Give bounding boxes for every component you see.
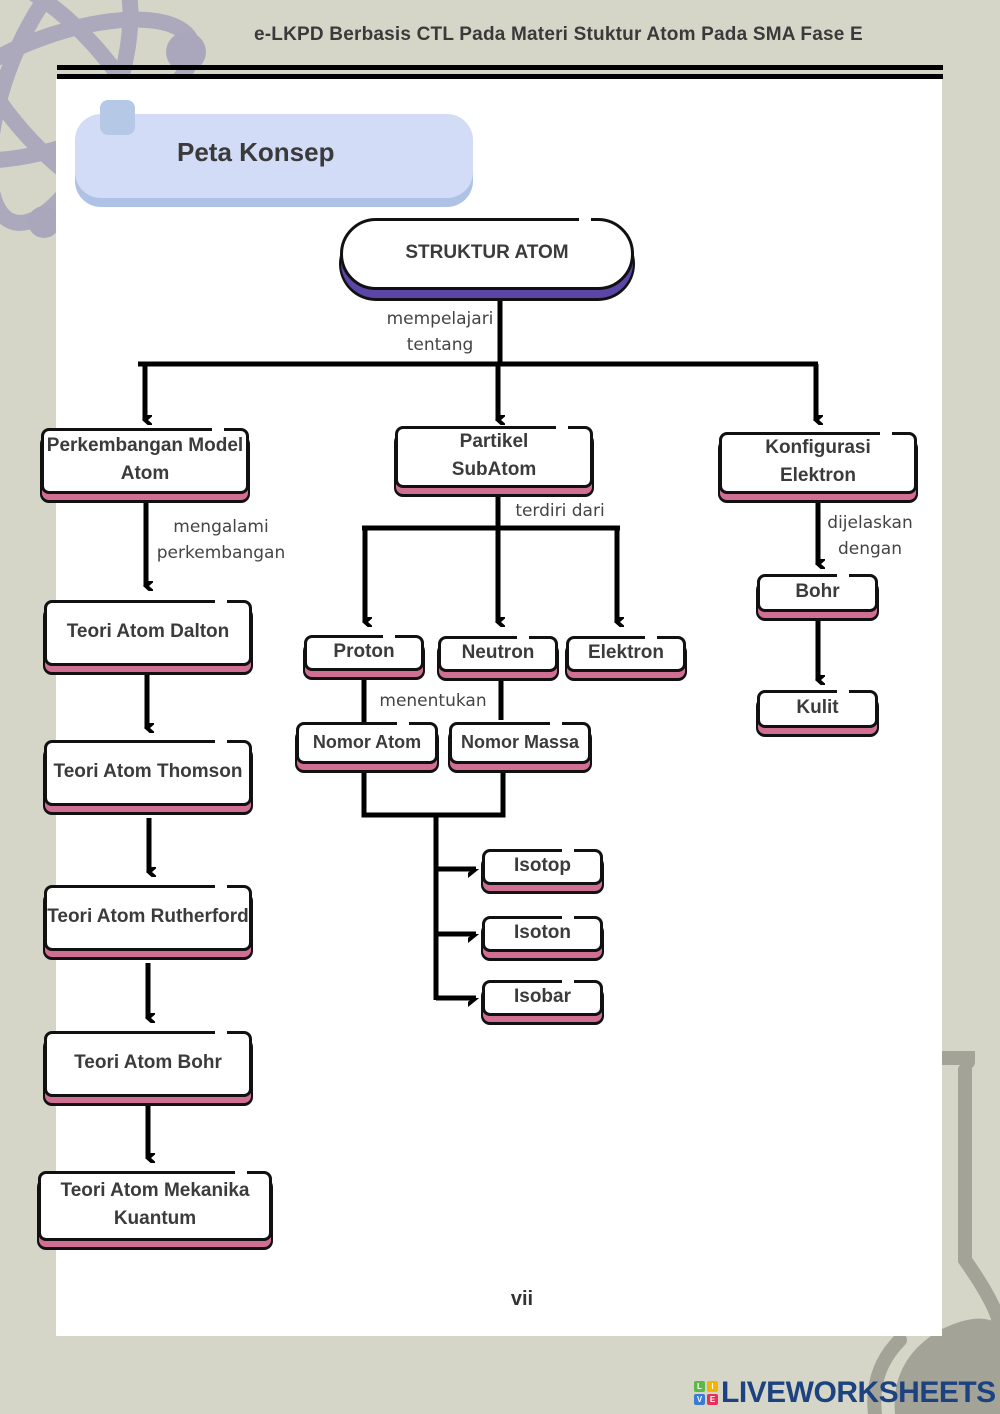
node-label: Elektron bbox=[587, 642, 665, 663]
logo-letter: I bbox=[707, 1381, 718, 1392]
link-label-dijelaskan: dijelaskan dengan bbox=[827, 513, 913, 559]
node-konfigurasi-elektron: Konfigurasi Elektron bbox=[719, 432, 917, 494]
node-label: Proton bbox=[333, 641, 395, 662]
node-label: Nomor Atom bbox=[312, 732, 422, 752]
header-rule-top bbox=[57, 65, 943, 70]
node-isoton: Isoton bbox=[482, 916, 603, 952]
node-label: Teori Atom Rutherford bbox=[47, 906, 249, 927]
node-label: Isotop bbox=[514, 855, 571, 876]
node-teori-dalton: Teori Atom Dalton bbox=[44, 600, 252, 666]
node-kulit: Kulit bbox=[757, 690, 878, 728]
liveworksheets-brand: LIVEWORKSHEETS bbox=[721, 1376, 996, 1409]
node-partikel-subatom: Partikel SubAtom bbox=[395, 426, 593, 488]
node-label: Nomor Massa bbox=[460, 732, 580, 752]
node-label: Bohr bbox=[795, 581, 840, 602]
section-title: Peta Konsep bbox=[177, 137, 335, 167]
node-isobar: Isobar bbox=[482, 980, 603, 1016]
header-rule-bottom bbox=[57, 74, 943, 79]
node-label: Teori Atom Dalton bbox=[66, 621, 230, 642]
link-label-mengalami: mengalami perkembangan bbox=[156, 517, 286, 563]
node-label: Partikel SubAtom bbox=[451, 431, 537, 480]
node-teori-bohr: Teori Atom Bohr bbox=[44, 1031, 252, 1097]
node-proton: Proton bbox=[304, 635, 424, 671]
node-nomor-massa: Nomor Massa bbox=[449, 722, 591, 764]
node-elektron: Elektron bbox=[566, 636, 686, 672]
node-bohr: Bohr bbox=[757, 574, 878, 612]
node-label: Isoton bbox=[514, 922, 571, 943]
node-label: Kulit bbox=[796, 697, 839, 718]
section-title-box bbox=[75, 114, 473, 198]
logo-letter: E bbox=[707, 1394, 718, 1405]
node-neutron: Neutron bbox=[438, 636, 558, 672]
node-label: Teori Atom Bohr bbox=[74, 1052, 222, 1073]
link-label-menentukan: menentukan bbox=[379, 691, 487, 711]
node-label: Teori Atom Thomson bbox=[53, 761, 243, 782]
node-isotop: Isotop bbox=[482, 849, 603, 885]
numbers-join bbox=[361, 770, 506, 818]
link-label-mempelajari: mempelajari tentang bbox=[386, 309, 494, 355]
node-label: Konfigurasi Elektron bbox=[765, 437, 871, 486]
node-label: Neutron bbox=[461, 642, 535, 663]
liveworksheets-logo[interactable]: L I V E LIVEWORKSHEETS bbox=[694, 1376, 996, 1410]
header-title: e-LKPD Berbasis CTL Pada Materi Stuktur … bbox=[254, 24, 863, 45]
logo-letter: V bbox=[694, 1394, 705, 1405]
node-struktur-atom: STRUKTUR ATOM bbox=[340, 218, 634, 290]
node-label: Isobar bbox=[513, 986, 572, 1007]
page-number: vii bbox=[510, 1288, 534, 1310]
link-label-terdiri-dari: terdiri dari bbox=[515, 501, 605, 521]
node-perkembangan-model-atom: Perkembangan Model Atom bbox=[41, 428, 249, 494]
node-label: Perkembangan Model Atom bbox=[46, 435, 244, 484]
liveworksheets-icon: L I V E bbox=[694, 1381, 718, 1405]
node-teori-rutherford: Teori Atom Rutherford bbox=[44, 885, 252, 951]
node-label: Teori Atom Mekanika Kuantum bbox=[60, 1180, 250, 1229]
node-teori-thomson: Teori Atom Thomson bbox=[44, 740, 252, 806]
node-teori-mekanika-kuantum: Teori Atom Mekanika Kuantum bbox=[38, 1171, 272, 1241]
section-title-tab bbox=[100, 100, 135, 135]
logo-letter: L bbox=[694, 1381, 705, 1392]
node-nomor-atom: Nomor Atom bbox=[296, 722, 438, 764]
node-label: STRUKTUR ATOM bbox=[405, 242, 569, 263]
